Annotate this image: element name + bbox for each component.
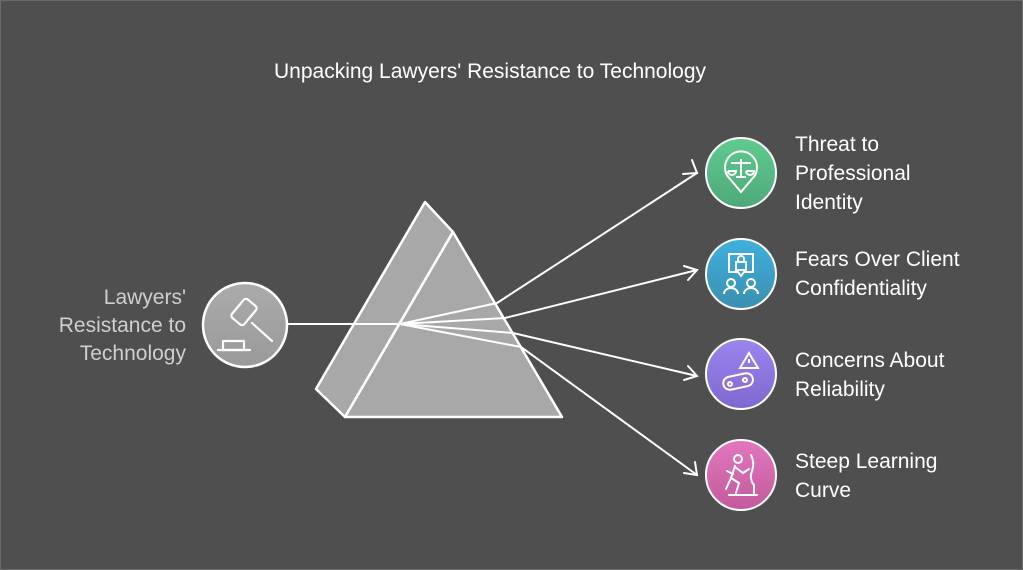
conveyor-warning-icon bbox=[705, 338, 777, 410]
gavel-icon bbox=[201, 281, 289, 369]
arrowhead-3 bbox=[683, 365, 699, 381]
item-line: Professional bbox=[795, 162, 911, 185]
item-line: Reliability bbox=[795, 378, 885, 401]
arrowhead-2 bbox=[683, 265, 699, 281]
light-rays bbox=[287, 159, 699, 477]
source-line: Resistance to bbox=[58, 314, 186, 337]
item-line: Confidentiality bbox=[795, 277, 927, 300]
prism bbox=[314, 200, 564, 419]
item-line: Concerns About bbox=[795, 349, 945, 372]
ray-4 bbox=[399, 323, 698, 476]
source-line: Technology bbox=[79, 342, 186, 365]
ray-3 bbox=[399, 323, 698, 377]
source-line: Lawyers' bbox=[103, 286, 186, 309]
item-line: Fears Over Client bbox=[795, 248, 960, 271]
source-label: Lawyers' Resistance to Technology bbox=[40, 284, 186, 368]
item-concerns-about-reliability: Concerns About Reliability bbox=[795, 346, 944, 404]
arrowhead-1 bbox=[682, 159, 699, 175]
item-steep-learning-curve: Steep Learning Curve bbox=[795, 447, 937, 505]
ray-2 bbox=[399, 269, 698, 325]
item-line: Threat to bbox=[795, 133, 880, 156]
item-fears-over-client-confidentiality: Fears Over Client Confidentiality bbox=[795, 245, 960, 303]
ray-1 bbox=[399, 172, 698, 325]
climber-icon bbox=[705, 439, 777, 511]
diagram-title: Unpacking Lawyers' Resistance to Technol… bbox=[273, 60, 707, 83]
item-line: Identity bbox=[795, 191, 863, 214]
lock-people-icon bbox=[705, 238, 777, 310]
item-line: Steep Learning bbox=[795, 450, 938, 473]
item-line: Curve bbox=[795, 479, 852, 502]
arrowhead-4 bbox=[683, 461, 699, 477]
item-threat-to-professional-identity: Threat to Professional Identity bbox=[795, 130, 911, 217]
scales-pin-icon bbox=[705, 137, 777, 209]
